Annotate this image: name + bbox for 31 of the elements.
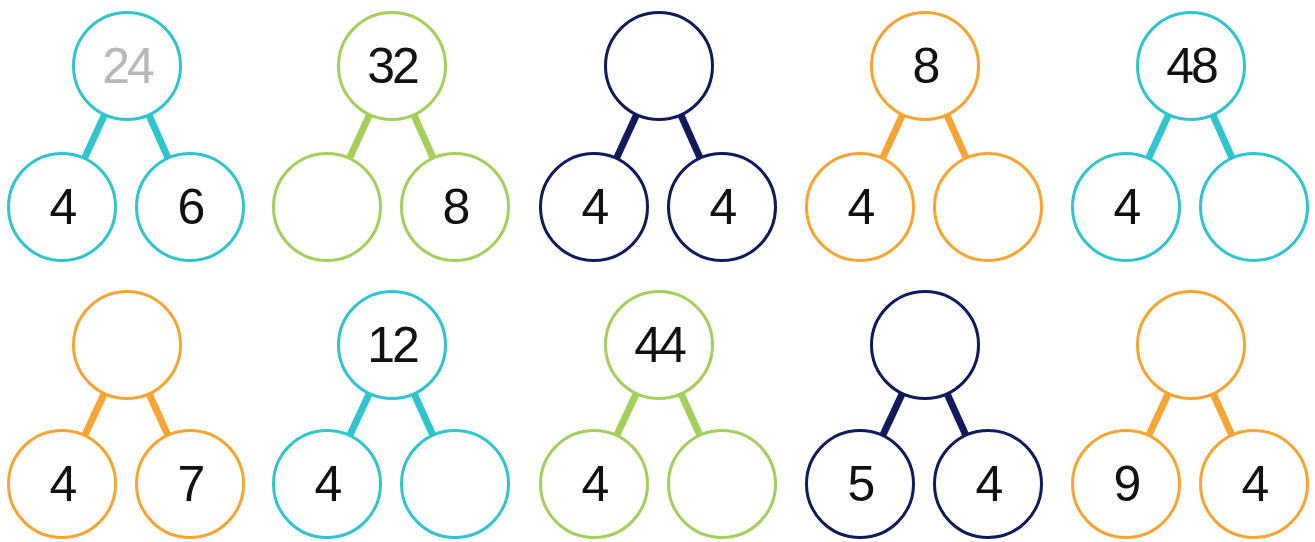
number: 5	[847, 459, 873, 509]
number: 4	[49, 459, 75, 509]
number: 4	[847, 182, 873, 232]
number: 12	[367, 320, 417, 370]
number: 4	[314, 459, 340, 509]
connector-line	[879, 112, 906, 161]
number: 4	[581, 182, 607, 232]
number: 4	[581, 459, 607, 509]
number: 9	[1113, 459, 1139, 509]
number: 6	[177, 182, 203, 232]
number: 32	[367, 41, 417, 91]
number: 4	[1113, 182, 1139, 232]
number: 48	[1166, 41, 1216, 91]
number: 8	[912, 41, 938, 91]
connector-line	[879, 391, 906, 438]
number: 7	[177, 459, 203, 509]
number: 44	[634, 320, 684, 370]
number: 8	[442, 182, 468, 232]
connector-line	[81, 391, 108, 438]
number: 4	[975, 459, 1001, 509]
connector-line	[346, 391, 373, 438]
connector-line	[81, 112, 108, 161]
connector-line	[346, 112, 373, 161]
tracing-number: 24	[102, 41, 152, 91]
connector-line	[613, 112, 640, 161]
connector-line	[1145, 112, 1172, 161]
connector-line	[1145, 391, 1172, 438]
connector-line	[613, 391, 640, 438]
number: 4	[1241, 459, 1267, 509]
number: 4	[49, 182, 75, 232]
number: 4	[709, 182, 735, 232]
